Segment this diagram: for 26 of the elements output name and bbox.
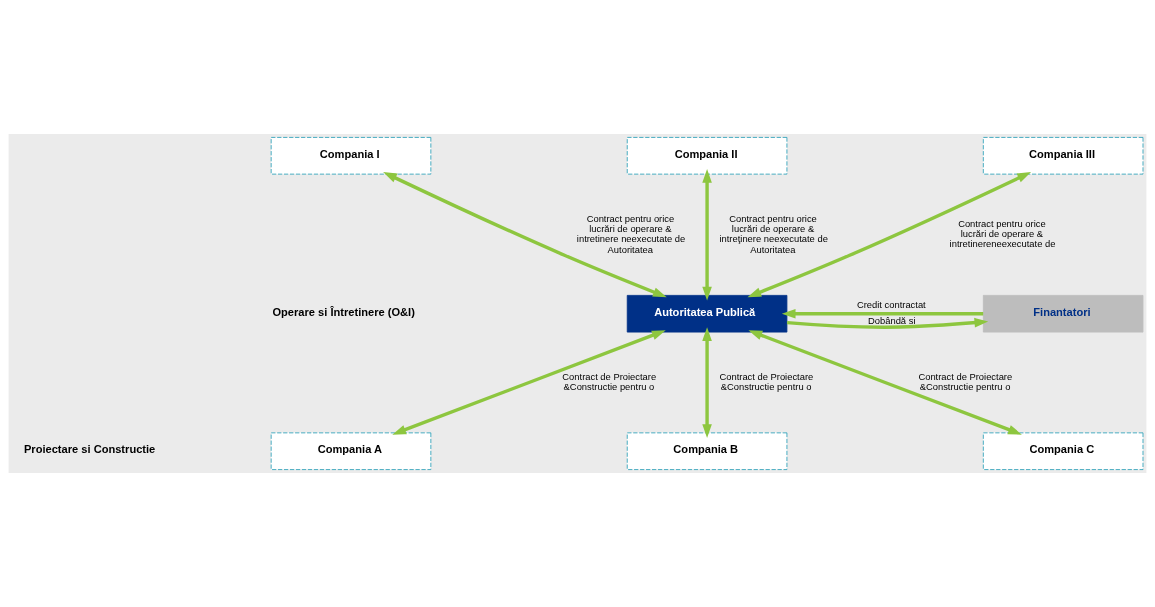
edge-label: Contract de Proiectare &Constructie pentru o	[719, 370, 814, 392]
arrow	[748, 330, 1022, 435]
node-box: Compania I	[270, 137, 432, 175]
arrow	[392, 330, 666, 435]
arrow	[786, 317, 989, 329]
arrow	[702, 169, 712, 301]
edge-label: Dobândă si	[868, 314, 916, 326]
edge-label: Contract pentru orice lucrări de operare & intreţinere neexecutate de Autoritatea	[719, 212, 828, 255]
node-box: Compania B	[626, 432, 788, 470]
node-box: Compania II	[626, 137, 788, 175]
edge-label: Contract pentru orice lucrări de operare & intretinere neexecutate de Autoritatea	[576, 212, 686, 255]
node-box: Autoritatea Publică	[626, 294, 788, 333]
arrow	[747, 172, 1032, 298]
edge-label: Contract de Proiectare &Constructie pentru o	[918, 370, 1013, 392]
label: Proiectare si Constructie	[23, 443, 156, 456]
edge-label: Credit contractat	[856, 299, 926, 311]
arrow	[702, 327, 712, 438]
node-box: Compania A	[270, 432, 432, 470]
edge-label: Contract pentru orice lucrări de operare & intretinereneexecutate de	[949, 217, 1056, 250]
arrow	[781, 308, 984, 319]
node-box: Compania C	[982, 432, 1144, 470]
label: Operare si Întretinere (O&I)	[272, 305, 415, 318]
node-box: Finantatori	[982, 294, 1144, 333]
edge-label: Contract de Proiectare &Constructie pentru o	[562, 370, 657, 392]
arrow	[383, 172, 667, 298]
node-box: Compania III	[982, 137, 1144, 175]
